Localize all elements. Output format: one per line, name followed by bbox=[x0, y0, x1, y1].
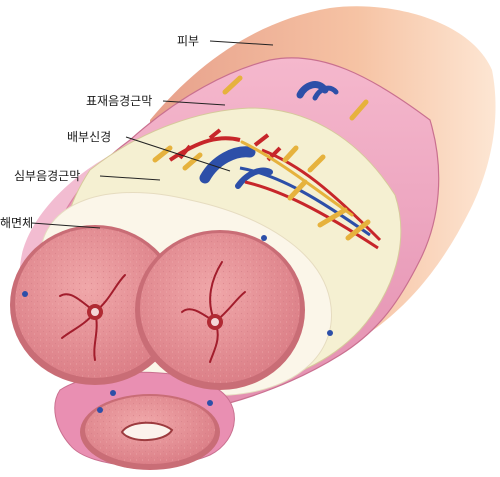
label-skin: 피부 bbox=[177, 34, 199, 48]
label-superficial-fascia: 표재음경근막 bbox=[86, 94, 152, 108]
label-dorsal-nerve: 배부신경 bbox=[67, 130, 111, 144]
label-deep-fascia: 심부음경근막 bbox=[14, 169, 80, 183]
nerves bbox=[152, 75, 371, 241]
urethra bbox=[120, 421, 174, 441]
corpus-cavernosum-left bbox=[10, 225, 180, 385]
leader-lines bbox=[31, 40, 274, 229]
corpus-cavernosum-right bbox=[135, 230, 305, 390]
dorsal-veins bbox=[22, 81, 371, 413]
label-corpus-cavernosum: 해면체 bbox=[0, 216, 33, 230]
corpus-spongiosum bbox=[80, 394, 220, 470]
